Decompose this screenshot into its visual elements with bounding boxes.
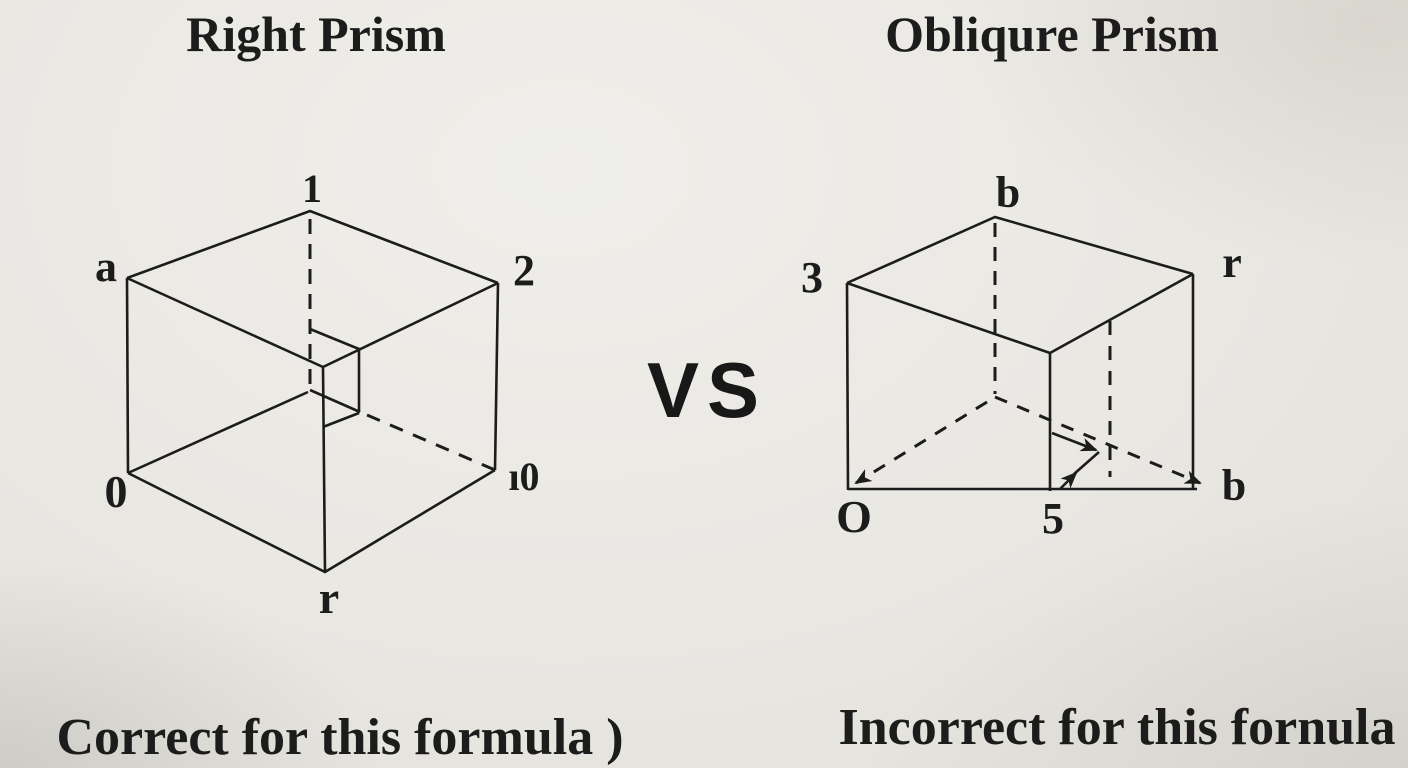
right-vertex-label-bottom-front: 5 (1042, 494, 1064, 543)
left-vertex-label-bottom-front: r (318, 572, 340, 623)
right-prism-figure (845, 215, 1202, 491)
right-base-arrow-dashed (994, 395, 1202, 485)
right-title: Obliqure Prism (885, 6, 1219, 62)
versus-text: VS (646, 346, 768, 434)
left-top-face (126, 209, 499, 369)
left-right-angle-marker (309, 327, 361, 429)
right-vertex-label-top-left: 3 (801, 253, 823, 302)
right-base-direction-arrow (1059, 471, 1078, 490)
right-top-face (846, 215, 1194, 355)
left-vertex-label-bottom-left: 0 (104, 466, 128, 517)
left-title: Right Prism (186, 6, 446, 62)
left-caption: Correct for this formula ) (56, 709, 624, 766)
right-vertex-label-bottom-left: O (836, 491, 872, 542)
left-vertex-label-apex: 1 (302, 166, 322, 211)
left-vertex-label-bottom-right: ı0 (508, 454, 540, 499)
left-prism-figure (125, 209, 500, 574)
right-vertex-label-top-right: r (1222, 238, 1242, 287)
right-edge-direction-arrow (1051, 431, 1098, 452)
right-vertical-edges (845, 274, 1195, 491)
left-hidden-edge-start (309, 388, 361, 414)
right-vertex-label-apex: b (995, 168, 1021, 217)
right-caption: Incorrect for this fornula (838, 699, 1396, 756)
right-base-direction-arrow-tail (1073, 451, 1100, 475)
left-vertical-edges (125, 277, 500, 573)
right-base-arrow-label: b (1221, 461, 1247, 510)
right-hidden-edge-to-O (854, 400, 988, 485)
left-hidden-edge-dashed (366, 413, 496, 472)
left-vertex-label-top-left: a (95, 242, 117, 291)
left-vertex-label-top-right: 2 (513, 246, 535, 295)
left-bottom-edges (127, 390, 496, 574)
